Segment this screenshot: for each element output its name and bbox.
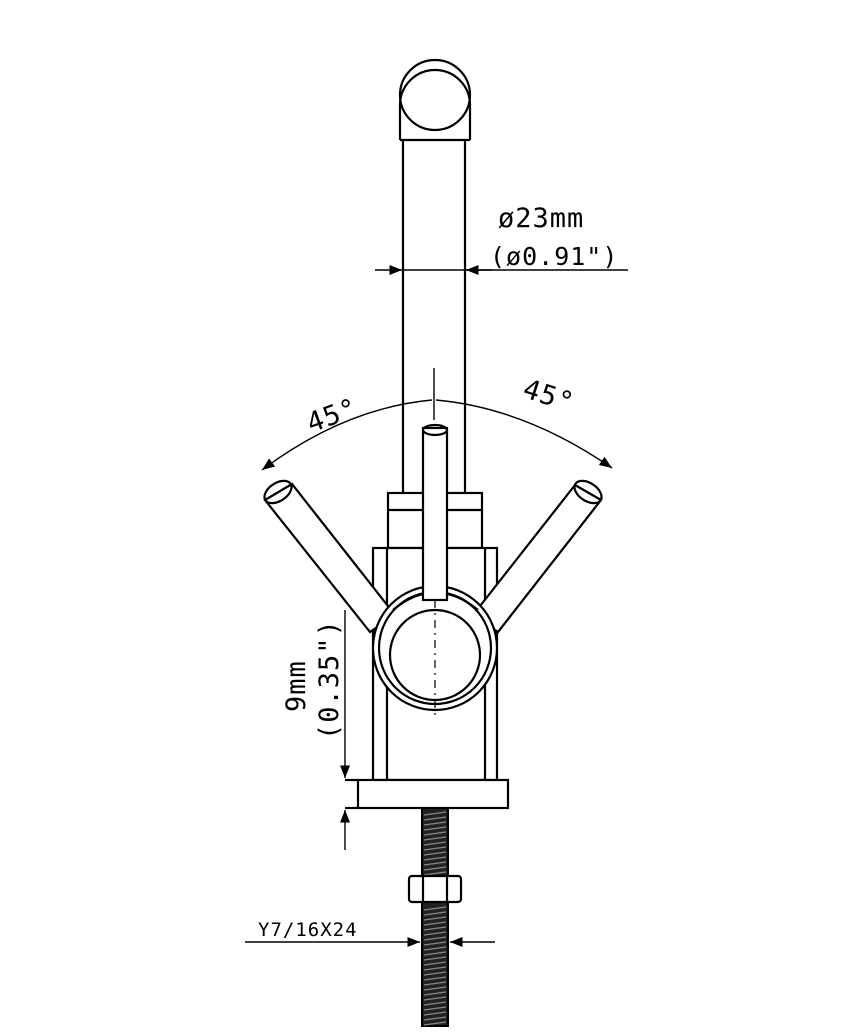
thread-line [423, 846, 447, 851]
spout-diameter-mm: ø23mm [498, 203, 584, 234]
thread-line [423, 991, 447, 996]
thread-line [423, 1021, 447, 1026]
thread-line [423, 996, 447, 1001]
angle-right-label: 45° [519, 374, 578, 419]
thread-line [423, 951, 447, 956]
thread-line [423, 866, 447, 871]
thread-line [423, 926, 447, 931]
handle-right-position [471, 479, 603, 634]
angle-left-label: 45° [303, 393, 362, 440]
handle-center-position [421, 423, 449, 602]
thread-line [423, 861, 447, 866]
thread-line [423, 821, 447, 826]
hex-nut [407, 874, 463, 904]
thread-line [423, 836, 447, 841]
thread-line [423, 936, 447, 941]
thread-line [423, 971, 447, 976]
base-plate [345, 778, 510, 810]
thread-line [423, 851, 447, 856]
thread-line [423, 916, 447, 921]
thread-line [423, 906, 447, 911]
thread-line [423, 826, 447, 831]
thread-line [423, 811, 447, 816]
thread-line [423, 966, 447, 971]
deck-thickness-dimension: 9mm (0.35") [281, 610, 351, 850]
thread-line [423, 1001, 447, 1006]
thread-line [423, 1011, 447, 1016]
deck-thickness-in: (0.35") [314, 619, 345, 740]
thread-line [423, 1006, 447, 1011]
thread-line [423, 856, 447, 861]
spout-diameter-in: (ø0.91") [490, 242, 618, 271]
thread-line [423, 976, 447, 981]
thread-line [423, 961, 447, 966]
thread-line [423, 841, 447, 846]
thread-line [423, 1016, 447, 1021]
thread-line [423, 816, 447, 821]
thread-line [423, 981, 447, 986]
threaded-shank [421, 807, 449, 1027]
thread-line [423, 911, 447, 916]
thread-line [423, 871, 447, 876]
thread-line [423, 831, 447, 836]
thread-spec-label: Y7/16X24 [258, 919, 358, 941]
spout-head [398, 58, 472, 142]
thread-line [423, 956, 447, 961]
thread-line [423, 946, 447, 951]
deck-thickness-mm: 9mm [281, 660, 312, 712]
thread-spec-dimension: Y7/16X24 [245, 919, 495, 948]
thread-line [423, 921, 447, 926]
thread-line [423, 931, 447, 936]
thread-line [423, 941, 447, 946]
spout-diameter-dimension: ø23mm (ø0.91") [375, 203, 628, 276]
spout-tube [401, 140, 467, 495]
thread-line [423, 986, 447, 991]
